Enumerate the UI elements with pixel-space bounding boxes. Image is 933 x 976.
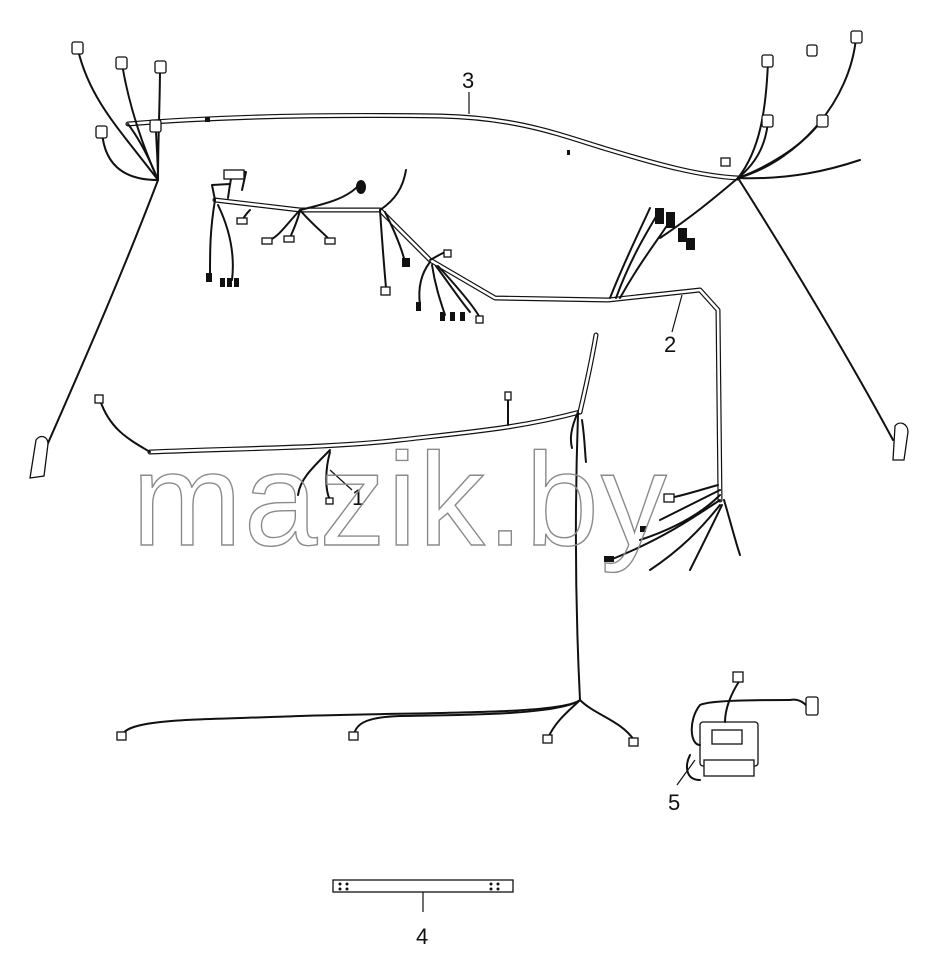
harness-1 xyxy=(94,332,639,747)
part-5-control-unit xyxy=(686,671,819,781)
callout-1: 1 xyxy=(329,469,364,510)
callout-3: 3 xyxy=(462,68,474,114)
callout-1-label: 1 xyxy=(352,485,364,510)
callout-4-label: 4 xyxy=(416,924,428,949)
callout-4: 4 xyxy=(416,892,428,949)
callout-5: 5 xyxy=(668,759,696,815)
callout-2-label: 2 xyxy=(664,332,676,357)
callout-5-label: 5 xyxy=(668,790,680,815)
part-4-bracket xyxy=(332,879,514,893)
watermark-text: mazik.by xyxy=(132,426,669,573)
callout-2: 2 xyxy=(664,294,683,357)
callout-3-label: 3 xyxy=(462,68,474,93)
harness-3 xyxy=(29,30,909,479)
harness-2 xyxy=(206,169,741,571)
